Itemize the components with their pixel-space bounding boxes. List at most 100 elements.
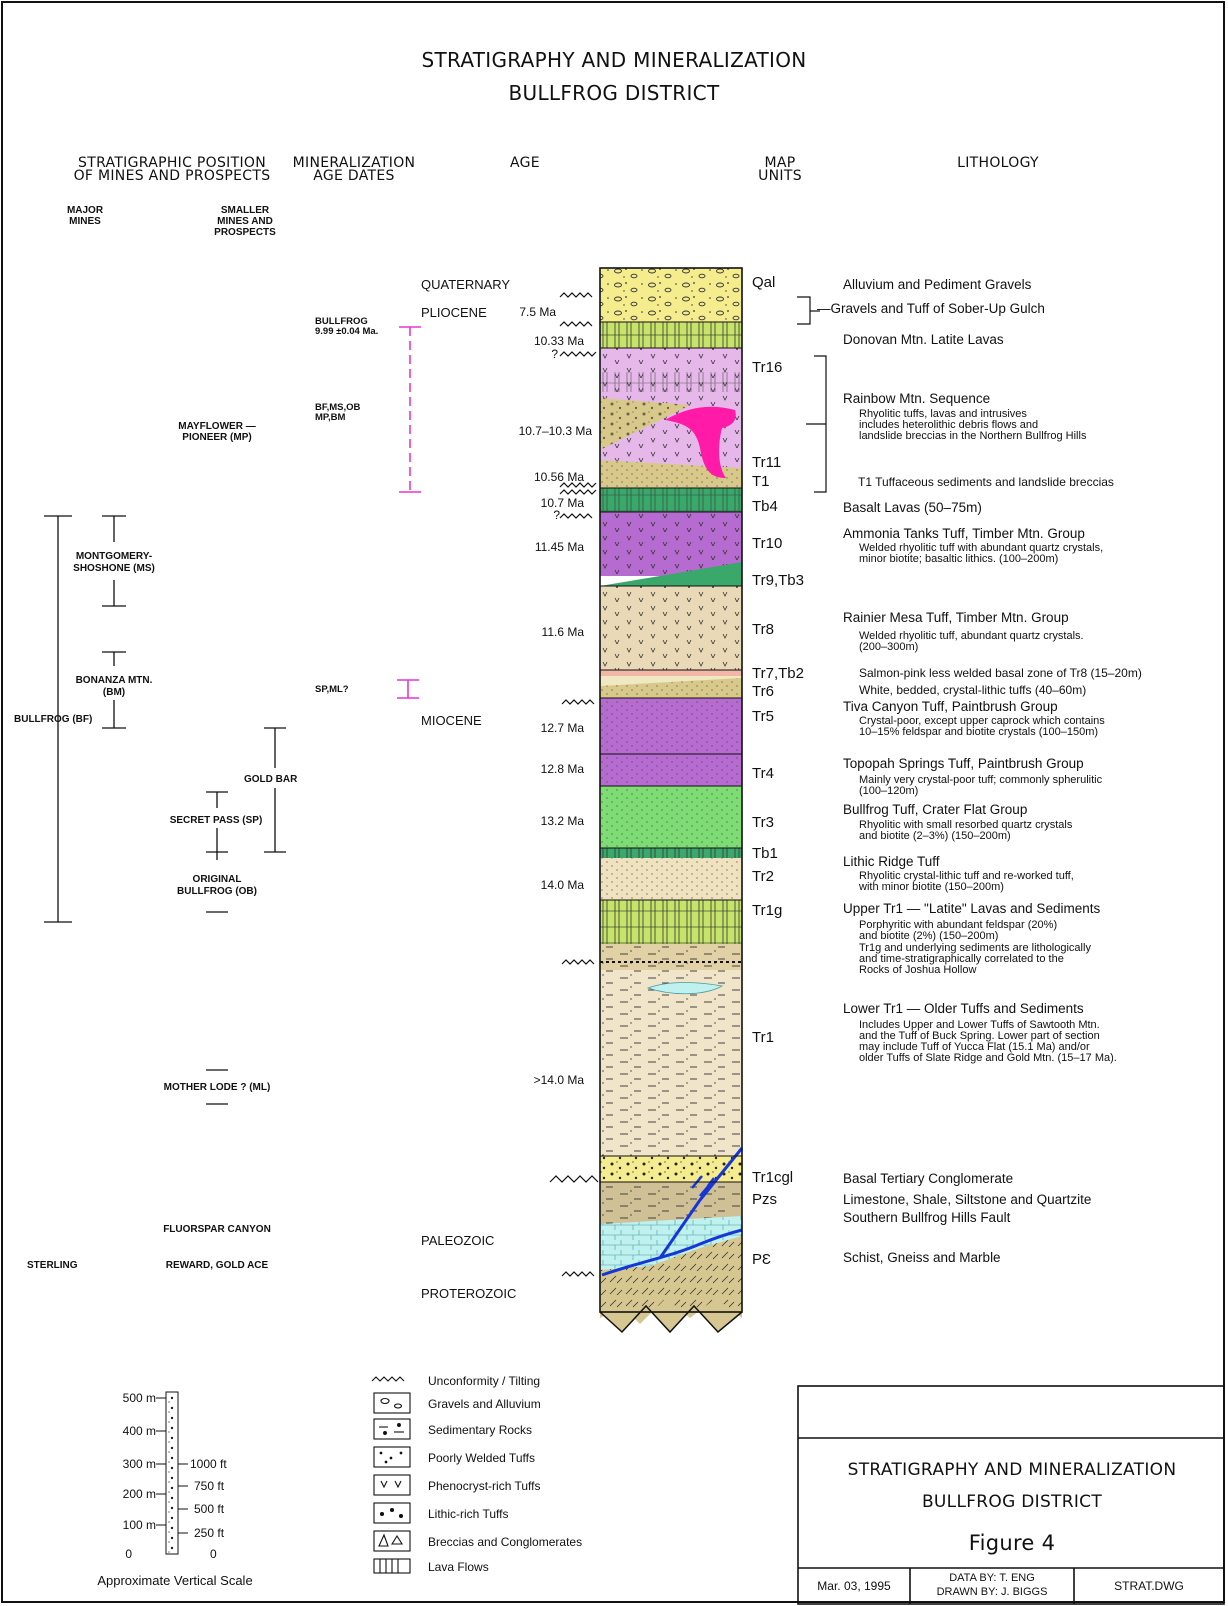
scale-1000ft: 1000 ft [190, 1457, 227, 1471]
lith-donovan: Donovan Mtn. Latite Lavas [843, 332, 1004, 347]
header-smaller-mines-line1: SMALLER [220, 205, 270, 216]
mine-bullfrog: BULLFROG (BF) [14, 714, 93, 725]
lith-rainier: Rainier Mesa Tuff, Timber Mtn. Group [843, 610, 1069, 625]
lith-upper-sub-2: and biotite (2%) (150–200m) [859, 930, 999, 942]
mine-montgomery-line2: SHOSHONE (MS) [73, 563, 155, 574]
mine-reward: REWARD, GOLD ACE [165, 1260, 269, 1271]
unit-tr1: Tr1 [752, 1029, 774, 1046]
page-title-line1: STRATIGRAPHY AND MINERALIZATION [421, 48, 807, 72]
scale-500m: 500 m [122, 1391, 156, 1405]
lith-alluvium: Alluvium and Pediment Gravels [843, 277, 1032, 292]
lith-limestone: Limestone, Shale, Siltstone and Quartzit… [843, 1192, 1092, 1207]
lith-bullfrog-sub-2: and biotite (2–3%) (150–200m) [859, 830, 1011, 842]
age-10-7: 10.7 Ma [540, 496, 584, 510]
age-12-8: 12.8 Ma [540, 762, 584, 776]
unit-tr7-tb2: Tr7,Tb2 [752, 665, 804, 682]
title-block-data-by: DATA BY: T. ENG [949, 1572, 1035, 1584]
unit-tr4: Tr4 [752, 765, 774, 782]
scale-label: Approximate Vertical Scale [97, 1573, 253, 1588]
era-quaternary: QUATERNARY [421, 277, 511, 292]
header-major-mines-line1: MAJOR [66, 205, 104, 216]
unit-tr11: Tr11 [752, 454, 782, 471]
era-proterozoic: PROTEROZOIC [421, 1286, 517, 1301]
unit-tr3: Tr3 [752, 814, 774, 831]
vertical-scale-bar [156, 1391, 188, 1555]
stratigraphic-column [599, 267, 744, 1334]
title-block-line2: BULLFROG DISTRICT [921, 1492, 1103, 1512]
unit-tr6: Tr6 [752, 683, 774, 700]
mine-bonanza-line2: (BM) [102, 687, 126, 698]
lith-lower-sub-2: and the Tuff of Buck Spring. Lower part … [859, 1030, 1100, 1042]
legend-sedimentary: Sedimentary Rocks [428, 1423, 533, 1437]
scale-0ft: 0 [210, 1547, 217, 1561]
unit-tr2: Tr2 [752, 868, 774, 885]
age-question-2: ? [553, 508, 560, 522]
header-mineralization-line1: MINERALIZATION [292, 155, 416, 171]
header-smaller-mines-line2: MINES AND [217, 216, 273, 227]
lith-schist: Schist, Gneiss and Marble [843, 1250, 1001, 1265]
unit-tr8: Tr8 [752, 621, 774, 638]
lith-topopah: Topopah Springs Tuff, Paintbrush Group [843, 756, 1084, 771]
mine-range-bars [44, 515, 286, 1105]
lith-topopah-sub-2: (100–120m) [859, 785, 919, 797]
lith-rainbow-sub-1: Rhyolitic tuffs, lavas and intrusives [859, 408, 1027, 420]
mineralization-age-bars [397, 326, 421, 699]
unit-tr1g: Tr1g [752, 902, 783, 919]
mineralization-bf-group-line1: BF,MS,OB [315, 402, 361, 413]
unconformity-marks [549, 292, 599, 1277]
lith-lithic-ridge: Lithic Ridge Tuff [843, 854, 940, 869]
mine-gold-bar: GOLD BAR [244, 774, 298, 785]
mine-secret-pass: SECRET PASS (SP) [169, 815, 263, 826]
mine-bonanza-line1: BONANZA MTN. [75, 675, 153, 686]
age-11-45: 11.45 Ma [534, 540, 584, 554]
unit-t1: T1 [752, 473, 770, 490]
mineralization-bf-group-line2: MP,BM [315, 412, 346, 423]
mine-sterling: STERLING [27, 1260, 78, 1271]
lith-rainbow: Rainbow Mtn. Sequence [843, 391, 991, 406]
lith-bullfrog: Bullfrog Tuff, Crater Flat Group [843, 802, 1028, 817]
lith-ammonia-sub-1: Welded rhyolitic tuff with abundant quar… [859, 542, 1104, 554]
lith-lithic-sub-1: Rhyolitic crystal-lithic tuff and re-wor… [859, 870, 1074, 882]
mine-mayflower-line1: MAYFLOWER — [178, 421, 256, 432]
header-map-units-line2: UNITS [758, 168, 802, 184]
lith-upper-tr1: Upper Tr1 — "Latite" Lavas and Sediments [843, 901, 1101, 916]
mineralization-bullfrog-line2: 9.99 ±0.04 Ma. [315, 326, 379, 337]
lith-upper-sub-3: Tr1g and underlying sediments are lithol… [859, 942, 1091, 954]
title-block-file: STRAT.DWG [1114, 1579, 1184, 1593]
lith-bullfrog-sub-1: Rhyolitic with small resorbed quartz cry… [859, 819, 1073, 831]
lith-upper-sub-1: Porphyritic with abundant feldspar (20%) [859, 919, 1058, 931]
title-block [797, 1385, 1225, 1605]
unit-tr10: Tr10 [752, 535, 783, 552]
scale-300m: 300 m [122, 1457, 156, 1471]
header-map-units-line1: MAP [764, 155, 796, 171]
header-lithology: LITHOLOGY [957, 155, 1039, 171]
header-mineralization-line2: AGE DATES [313, 168, 395, 184]
legend-lithic-rich: Lithic-rich Tuffs [428, 1507, 509, 1521]
legend-phenocryst: Phenocryst-rich Tuffs [428, 1479, 541, 1493]
legend-lava-flows: Lava Flows [428, 1560, 489, 1574]
unit-qal: Qal [752, 274, 776, 291]
lith-basalt: Basalt Lavas (50–75m) [843, 500, 982, 515]
lith-gravels: —Gravels and Tuff of Sober-Up Gulch [817, 301, 1045, 316]
mine-montgomery-line1: MONTGOMERY- [75, 551, 153, 562]
mineralization-sp-ml: SP,ML? [315, 684, 349, 695]
header-strat-position-line2: OF MINES AND PROSPECTS [73, 168, 271, 184]
header-age: AGE [510, 155, 540, 171]
unit-tb4: Tb4 [752, 498, 778, 515]
era-pliocene: PLIOCENE [421, 305, 487, 320]
age-question-1: ? [551, 347, 558, 361]
age-7-5: 7.5 Ma [519, 305, 556, 319]
legend-swatches [371, 1376, 411, 1574]
lith-ammonia: Ammonia Tanks Tuff, Timber Mtn. Group [843, 526, 1085, 541]
lith-lower-sub-3: may include Tuff of Yucca Flat (15.1 Ma)… [859, 1041, 1090, 1053]
lith-rainbow-sub-2: includes heterolithic debris flows and [859, 419, 1039, 431]
lith-fault: Southern Bullfrog Hills Fault [843, 1210, 1011, 1225]
unit-tr9-tb3: Tr9,Tb3 [752, 572, 804, 589]
age-12-7: 12.7 Ma [540, 721, 584, 735]
legend-poorly-welded: Poorly Welded Tuffs [428, 1451, 535, 1465]
mine-fluorspar: FLUORSPAR CANYON [163, 1224, 271, 1235]
unit-tr5: Tr5 [752, 708, 774, 725]
scale-500ft: 500 ft [194, 1502, 225, 1516]
